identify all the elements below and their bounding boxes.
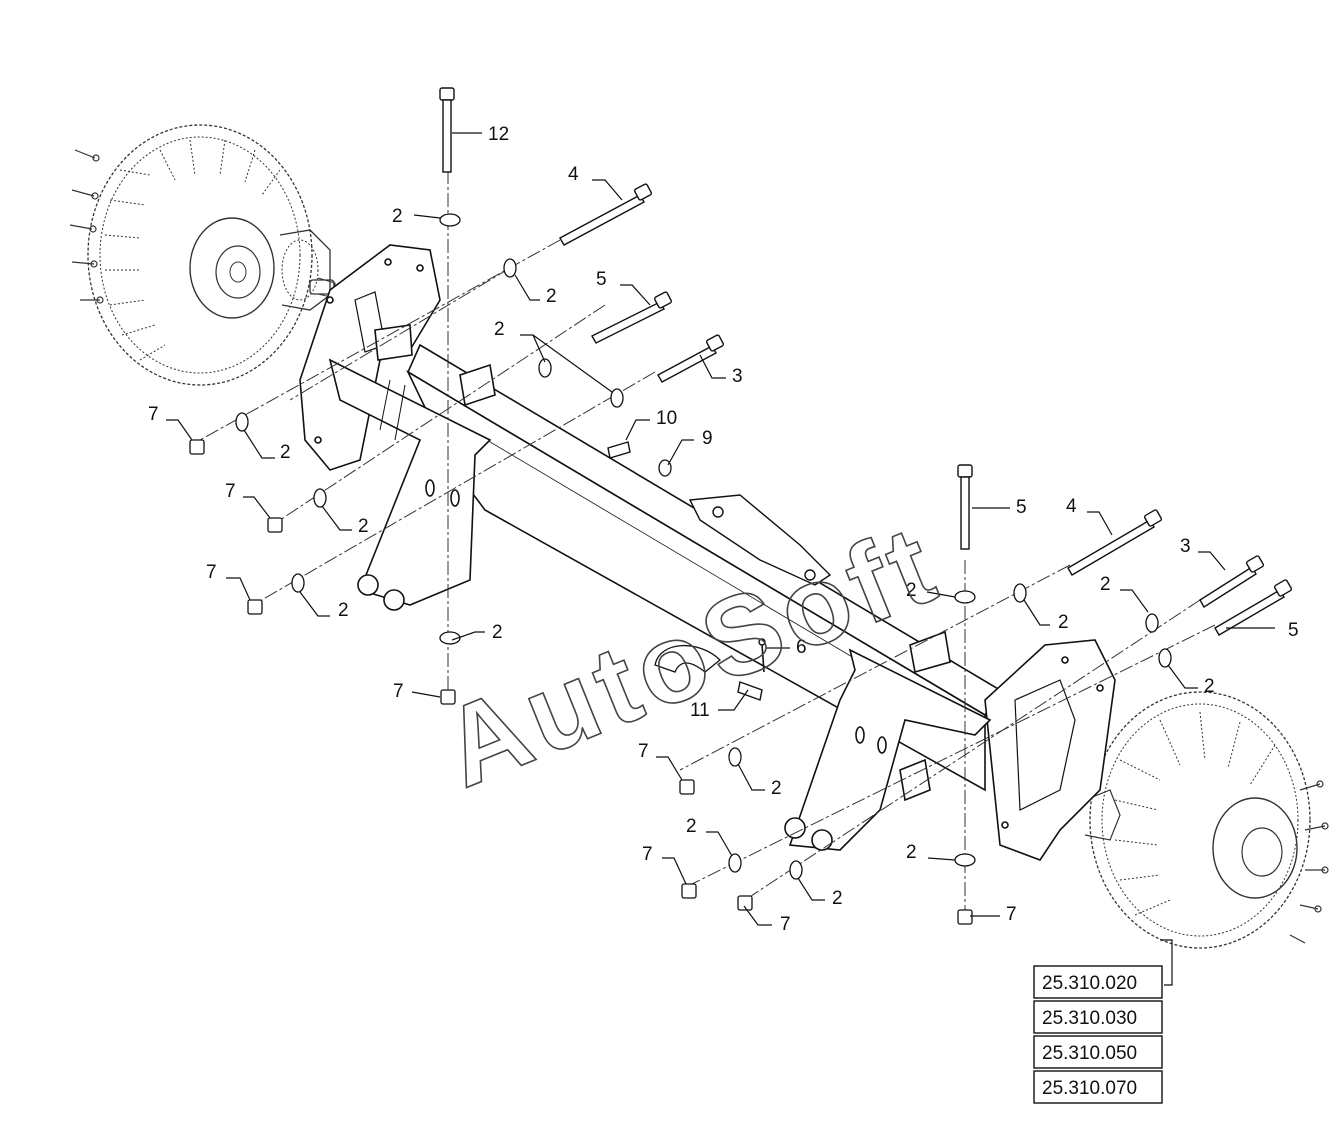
reference-box[interactable]: 25.310.070 bbox=[1033, 1070, 1163, 1104]
callout-2: 2 bbox=[832, 888, 843, 909]
callout-7: 7 bbox=[780, 914, 791, 935]
leader-lines bbox=[166, 132, 1275, 986]
svg-text:25.310.030: 25.310.030 bbox=[1042, 1008, 1137, 1029]
callout-2: 2 bbox=[338, 600, 349, 621]
callout-labels: 12 2 4 2 5 2 3 10 9 7 2 7 2 7 2 2 7 6 11… bbox=[148, 124, 1299, 935]
callout-12: 12 bbox=[488, 124, 509, 145]
svg-text:25.310.070: 25.310.070 bbox=[1042, 1078, 1137, 1099]
callout-10: 10 bbox=[656, 408, 677, 429]
left-mounting-plate bbox=[299, 244, 496, 611]
right-wheel-hub bbox=[1084, 691, 1329, 949]
callout-2: 2 bbox=[771, 778, 782, 799]
reference-box[interactable]: 25.310.050 bbox=[1033, 1035, 1163, 1069]
callout-2: 2 bbox=[906, 580, 917, 601]
callout-4: 4 bbox=[1066, 496, 1077, 517]
callout-2: 2 bbox=[494, 319, 505, 340]
callout-2: 2 bbox=[546, 286, 557, 307]
callout-2: 2 bbox=[906, 842, 917, 863]
callout-2: 2 bbox=[1204, 676, 1215, 697]
callout-2: 2 bbox=[392, 206, 403, 227]
left-wheel-hub bbox=[69, 124, 336, 386]
bolt-12 bbox=[439, 87, 455, 173]
callout-4: 4 bbox=[568, 164, 579, 185]
callout-2: 2 bbox=[492, 622, 503, 643]
callout-2: 2 bbox=[1100, 574, 1111, 595]
bolt-4-left bbox=[559, 183, 652, 246]
pin-6 bbox=[758, 638, 766, 673]
callout-7: 7 bbox=[642, 844, 653, 865]
callout-5: 5 bbox=[1016, 497, 1027, 518]
callout-3: 3 bbox=[732, 366, 743, 387]
reference-box[interactable]: 25.310.030 bbox=[1033, 1000, 1163, 1034]
callout-2: 2 bbox=[686, 816, 697, 837]
callout-7: 7 bbox=[148, 404, 159, 425]
callout-7: 7 bbox=[225, 481, 236, 502]
pin-10 bbox=[607, 441, 631, 459]
bolts bbox=[439, 87, 1293, 701]
bolt-4-right bbox=[1067, 509, 1163, 576]
callout-7: 7 bbox=[1006, 904, 1017, 925]
callout-2: 2 bbox=[280, 442, 291, 463]
nuts bbox=[189, 439, 973, 925]
callout-7: 7 bbox=[638, 741, 649, 762]
callout-7: 7 bbox=[393, 681, 404, 702]
svg-text:25.310.050: 25.310.050 bbox=[1042, 1043, 1137, 1064]
callout-2: 2 bbox=[358, 516, 369, 537]
center-bracket bbox=[688, 494, 832, 586]
pin-11 bbox=[737, 681, 763, 701]
callout-3: 3 bbox=[1180, 536, 1191, 557]
bolt-3-left bbox=[657, 334, 724, 383]
bolt-3-right bbox=[1199, 555, 1265, 608]
callout-5: 5 bbox=[1288, 620, 1299, 641]
right-mounting-plate bbox=[784, 630, 1116, 861]
callout-2: 2 bbox=[1058, 612, 1069, 633]
callout-11: 11 bbox=[690, 700, 710, 721]
callout-5: 5 bbox=[596, 269, 607, 290]
reference-box[interactable]: 25.310.020 bbox=[1033, 965, 1163, 999]
callout-9: 9 bbox=[702, 428, 713, 449]
bolt-5-right bbox=[1214, 579, 1293, 636]
bolt-5-left bbox=[591, 291, 672, 344]
callout-6: 6 bbox=[796, 637, 807, 658]
svg-text:25.310.020: 25.310.020 bbox=[1042, 973, 1137, 994]
reference-box-list: 25.310.020 25.310.030 25.310.050 25.310.… bbox=[1033, 965, 1163, 1104]
callout-7: 7 bbox=[206, 562, 217, 583]
bolt-5-vertical bbox=[957, 464, 973, 550]
